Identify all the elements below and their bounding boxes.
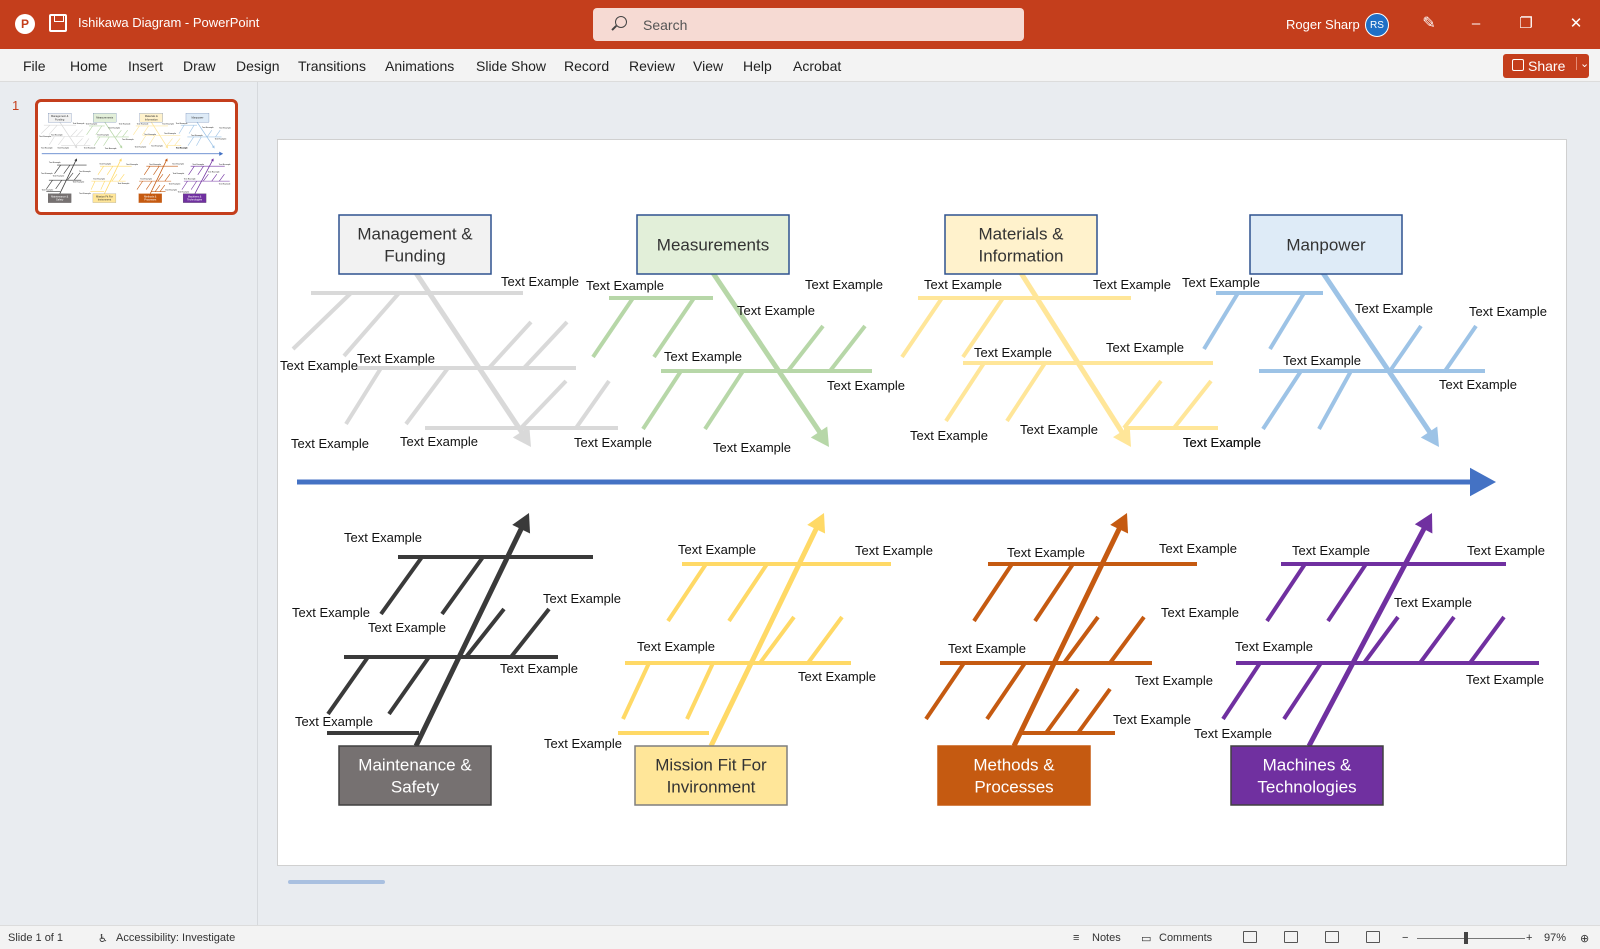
save-icon[interactable] [49, 14, 67, 32]
ribbon-tabs: File Home Insert Draw Design Transitions… [0, 49, 1600, 82]
horizontal-scrollbar[interactable] [288, 880, 385, 884]
status-bar: Slide 1 of 1 ♿ Accessibility: Investigat… [0, 925, 1600, 949]
search-box[interactable] [593, 8, 1024, 41]
slide-thumbnail[interactable] [35, 99, 238, 215]
tab-acrobat[interactable]: Acrobat [793, 58, 842, 74]
slide-canvas[interactable]: Management &FundingText ExampleText Exam… [277, 139, 1567, 866]
tab-home[interactable]: Home [70, 58, 108, 74]
comments-icon[interactable]: ▭ [1141, 933, 1152, 945]
fit-to-window-icon[interactable]: ⊕ [1580, 933, 1590, 945]
slide-show-icon[interactable] [1366, 931, 1380, 943]
slide-thumbnail-preview [38, 112, 232, 203]
tab-record[interactable]: Record [564, 58, 610, 74]
tab-slide-show[interactable]: Slide Show [476, 58, 547, 74]
comments-button[interactable]: Comments [1159, 932, 1213, 944]
tab-review[interactable]: Review [629, 58, 675, 74]
accessibility-icon[interactable]: ♿ [98, 933, 108, 945]
avatar[interactable]: RS [1365, 13, 1389, 37]
notes-button[interactable]: Notes [1092, 932, 1121, 944]
share-label: Share [1528, 58, 1566, 74]
normal-view-icon[interactable] [1243, 931, 1257, 943]
tab-insert[interactable]: Insert [128, 58, 164, 74]
slide-counter: Slide 1 of 1 [8, 932, 64, 944]
share-icon [1512, 59, 1524, 71]
close-button[interactable]: ✕ [1569, 15, 1583, 32]
tab-transitions[interactable]: Transitions [298, 58, 366, 74]
slide-sorter-icon[interactable] [1284, 931, 1298, 943]
document-title: Ishikawa Diagram - PowerPoint [78, 15, 260, 30]
reading-view-icon[interactable] [1325, 931, 1339, 943]
accessibility-status[interactable]: Accessibility: Investigate [116, 932, 236, 944]
user-name[interactable]: Roger Sharp [1286, 17, 1360, 32]
tab-view[interactable]: View [693, 58, 724, 74]
tab-file[interactable]: File [23, 58, 46, 74]
slide-number: 1 [12, 98, 20, 113]
tab-draw[interactable]: Draw [183, 58, 216, 74]
slide-thumbnail-pane: 1 [0, 82, 258, 925]
share-button[interactable]: Share ⌄ [1503, 54, 1589, 78]
tab-design[interactable]: Design [236, 58, 280, 74]
designer-pen-icon[interactable]: ✎ [1422, 15, 1436, 32]
notes-icon[interactable]: ≡ [1073, 932, 1080, 944]
search-input[interactable] [643, 14, 1003, 35]
zoom-slider-handle[interactable] [1464, 932, 1468, 944]
zoom-level[interactable]: 97% [1544, 932, 1567, 944]
tab-help[interactable]: Help [743, 58, 772, 74]
tab-animations[interactable]: Animations [385, 58, 455, 74]
title-bar: P Ishikawa Diagram - PowerPoint Roger Sh… [0, 0, 1600, 49]
zoom-out-button[interactable]: − [1402, 932, 1409, 944]
zoom-slider[interactable] [1417, 938, 1525, 939]
ishikawa-diagram: Management &FundingText ExampleText Exam… [278, 140, 1568, 867]
restore-button[interactable]: ❐ [1519, 15, 1533, 32]
search-icon [615, 16, 627, 28]
minimize-button[interactable]: – [1471, 15, 1481, 32]
powerpoint-app-icon[interactable]: P [15, 14, 35, 34]
chevron-down-icon[interactable]: ⌄ [1576, 57, 1589, 70]
zoom-in-button[interactable]: + [1526, 932, 1533, 944]
